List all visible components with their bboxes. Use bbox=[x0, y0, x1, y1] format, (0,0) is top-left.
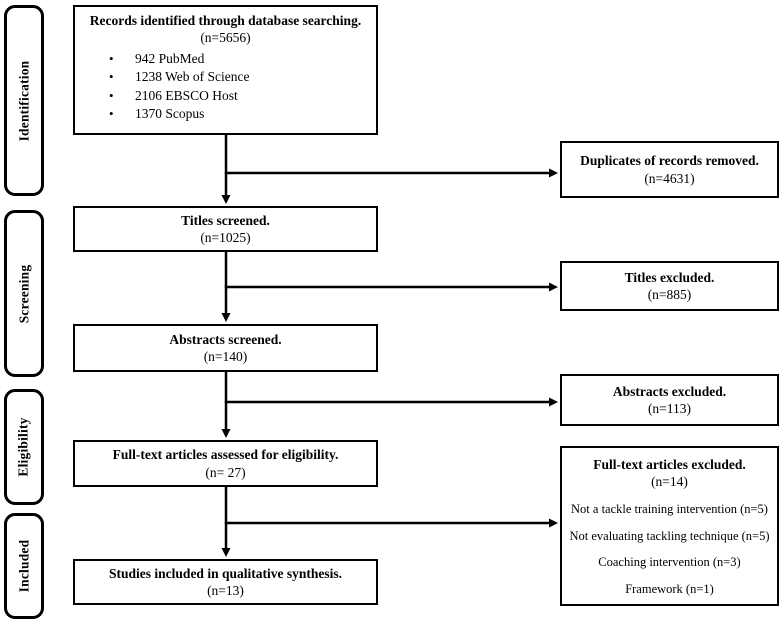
list-item: • 2106 EBSCO Host bbox=[75, 87, 376, 106]
box-count: (n=4631) bbox=[644, 170, 695, 186]
stage-label-included: Included bbox=[4, 513, 44, 619]
abstracts-screened-box: Abstracts screened. (n=140) bbox=[73, 324, 378, 372]
list-item-text: 942 PubMed bbox=[135, 50, 205, 66]
list-item-text: 1370 Scopus bbox=[135, 106, 205, 122]
box-title: Studies included in qualitative synthesi… bbox=[109, 565, 342, 581]
bullet-icon: • bbox=[109, 69, 114, 85]
fulltext-excluded-box: Full-text articles excluded. (n=14) Not … bbox=[560, 446, 779, 606]
titles-excluded-box: Titles excluded. (n=885) bbox=[560, 261, 779, 311]
stage-label-text: Screening bbox=[16, 264, 31, 323]
box-title: Full-text articles assessed for eligibil… bbox=[112, 447, 339, 463]
box-count: (n=1025) bbox=[200, 230, 251, 245]
box-title: Abstracts screened. bbox=[169, 331, 282, 347]
box-count: (n=140) bbox=[203, 349, 248, 364]
box-count: (n=5656) bbox=[200, 30, 251, 46]
box-count: (n=13) bbox=[207, 583, 244, 598]
bullet-icon: • bbox=[109, 50, 114, 66]
exclusion-reason: Not evaluating tackling technique (n=5) bbox=[569, 528, 770, 543]
stage-label-text: Eligibility bbox=[16, 417, 31, 477]
list-item: • 1370 Scopus bbox=[75, 105, 376, 124]
exclusion-reason: Coaching intervention (n=3) bbox=[598, 555, 741, 570]
box-count: (n= 27) bbox=[205, 464, 246, 480]
records-identified-box: Records identified through database sear… bbox=[73, 5, 378, 135]
box-title: Titles excluded. bbox=[624, 269, 715, 285]
bullet-icon: • bbox=[109, 87, 114, 103]
abstracts-excluded-box: Abstracts excluded. (n=113) bbox=[560, 374, 779, 426]
exclusion-reason: Not a tackle training intervention (n=5) bbox=[571, 502, 768, 517]
list-item: • 1238 Web of Science bbox=[75, 68, 376, 87]
stage-label-screening: Screening bbox=[4, 210, 44, 377]
list-item: • 942 PubMed bbox=[75, 50, 376, 69]
box-count: (n=885) bbox=[647, 287, 692, 302]
box-count: (n=113) bbox=[647, 401, 692, 416]
box-title: Full-text articles excluded. bbox=[593, 457, 746, 472]
box-title: Records identified through database sear… bbox=[89, 13, 362, 28]
stage-label-identification: Identification bbox=[4, 5, 44, 196]
box-title: Duplicates of records removed. bbox=[580, 153, 759, 169]
list-item-text: 2106 EBSCO Host bbox=[135, 87, 238, 103]
list-item-text: 1238 Web of Science bbox=[135, 69, 250, 85]
stage-label-text: Included bbox=[16, 539, 31, 593]
exclusion-reason: Framework (n=1) bbox=[625, 581, 714, 596]
bullet-icon: • bbox=[109, 106, 114, 122]
stage-label-text: Identification bbox=[16, 60, 31, 141]
titles-screened-box: Titles screened. (n=1025) bbox=[73, 206, 378, 252]
database-bullet-list: • 942 PubMed • 1238 Web of Science • 210… bbox=[75, 50, 376, 124]
box-count: (n=14) bbox=[651, 474, 688, 490]
box-title: Titles screened. bbox=[181, 212, 270, 228]
box-title: Abstracts excluded. bbox=[612, 383, 727, 399]
studies-included-box: Studies included in qualitative synthesi… bbox=[73, 559, 378, 605]
stage-label-eligibility: Eligibility bbox=[4, 389, 44, 505]
duplicates-removed-box: Duplicates of records removed. (n=4631) bbox=[560, 141, 779, 198]
fulltext-assessed-box: Full-text articles assessed for eligibil… bbox=[73, 440, 378, 487]
